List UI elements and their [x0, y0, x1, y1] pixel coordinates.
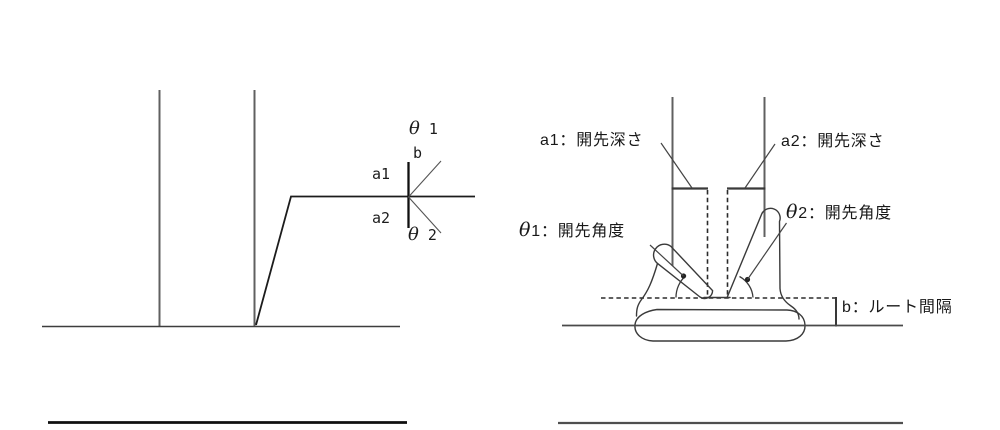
symbol-label-theta1: θ 1	[409, 120, 438, 138]
weld-symbol-leader-line	[255, 195, 475, 326]
theta2-annotation-greek: θ	[786, 201, 799, 223]
a2-leader-line	[744, 143, 776, 189]
symbol-label-theta2: θ 2	[408, 226, 437, 244]
annotation-b-root-gap: b：ルート間隔	[842, 299, 953, 316]
symbol-label-b: b	[413, 144, 423, 162]
theta2-greek: θ	[408, 224, 419, 245]
weld-symbol-lower-diagonal	[408, 196, 442, 234]
left-bevel-face-shape	[652, 243, 714, 300]
a1-leader-line	[660, 142, 693, 189]
weld-symbol-upper-diagonal	[408, 160, 442, 198]
left-bead-transition-curve	[635, 262, 659, 317]
theta2-number: 2	[418, 226, 437, 244]
right-bevel-face-shape	[726, 207, 800, 320]
annotation-theta1-groove-angle: θ1：開先角度	[519, 221, 625, 240]
theta1-greek: θ	[409, 118, 420, 139]
annotation-a2-groove-depth: a2：開先深さ	[781, 133, 885, 150]
theta2-angle-arc	[739, 275, 754, 298]
symbol-label-a1: a1	[372, 165, 391, 183]
theta2-leader-line	[747, 222, 787, 280]
theta2-annotation-text: 2：開先角度	[798, 205, 892, 222]
theta1-annotation-text: 1：開先角度	[531, 223, 625, 240]
theta1-number: 1	[419, 120, 438, 138]
annotation-a1-groove-depth: a1：開先深さ	[540, 132, 644, 149]
weld-bead-outline	[634, 308, 806, 342]
theta1-leader-line	[649, 244, 684, 277]
annotation-theta2-groove-angle: θ2：開先角度	[786, 203, 892, 222]
symbol-label-a2: a2	[372, 209, 391, 227]
theta1-annotation-greek: θ	[519, 219, 532, 241]
